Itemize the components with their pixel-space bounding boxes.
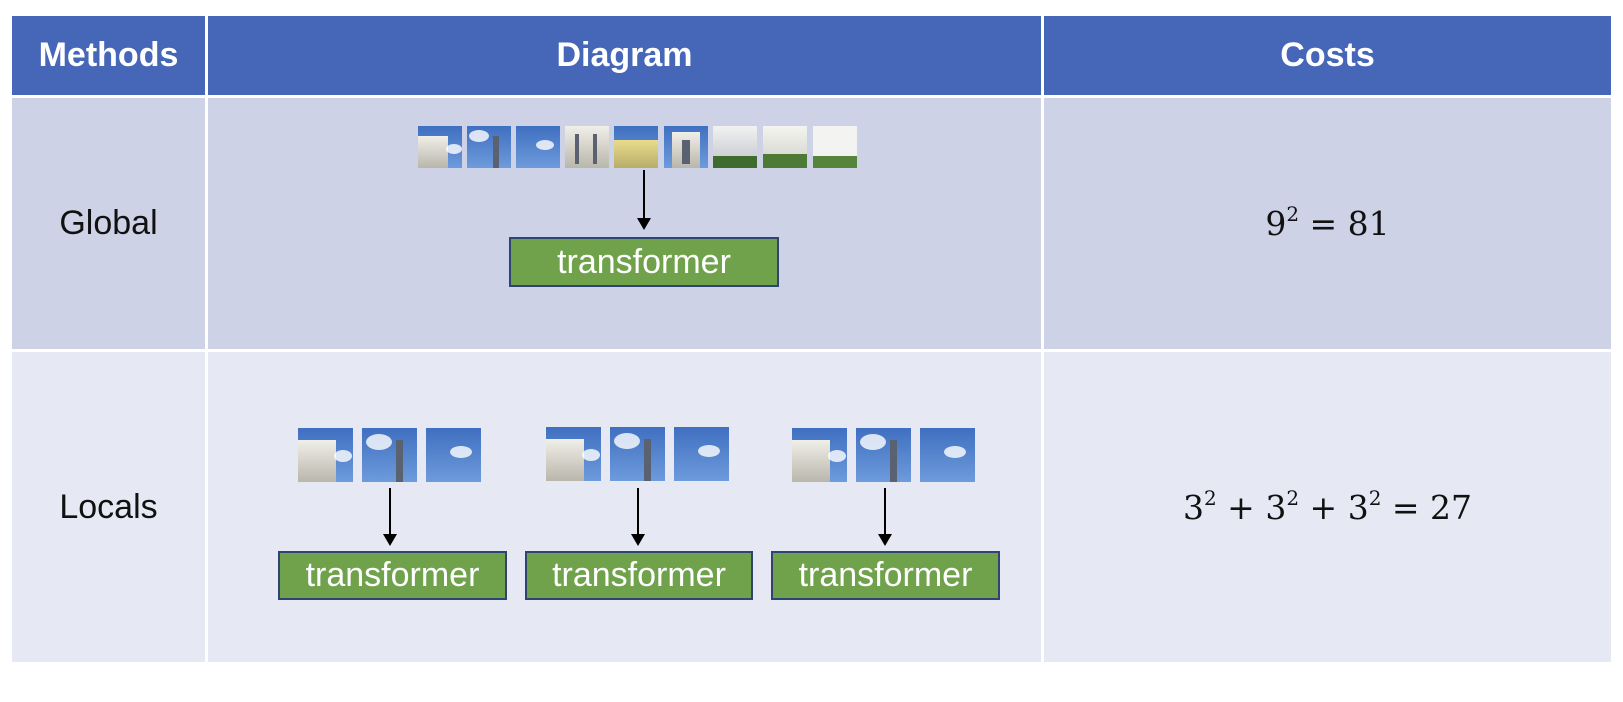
image-patch [418, 126, 462, 168]
image-patch [614, 126, 658, 168]
cost-global: 92 = 81 [1044, 98, 1611, 349]
cost-global-formula: 92 = 81 [1265, 202, 1390, 243]
arrow-icon [631, 488, 645, 546]
image-patch [467, 126, 511, 168]
method-global-label: Global [59, 204, 158, 242]
image-patch [298, 428, 353, 482]
arrow-icon [878, 488, 892, 546]
diagram-locals [208, 352, 1041, 662]
image-patch [610, 427, 665, 481]
image-patch [546, 427, 601, 481]
image-patch [813, 126, 857, 168]
header-diagram-label: Diagram [556, 36, 693, 74]
method-locals: Locals [12, 352, 205, 662]
header-diagram: Diagram [208, 16, 1041, 95]
transformer-block: transformer [278, 551, 507, 600]
transformer-label: transformer [305, 556, 480, 594]
arrow-icon [383, 488, 397, 546]
transformer-label: transformer [798, 556, 973, 594]
transformer-label: transformer [557, 242, 731, 281]
method-global: Global [12, 98, 205, 349]
image-patch [792, 428, 847, 482]
method-locals-label: Locals [59, 487, 158, 526]
transformer-block: transformer [525, 551, 753, 600]
image-patch [664, 126, 708, 168]
header-costs-label: Costs [1280, 36, 1375, 74]
image-patch [516, 126, 560, 168]
arrow-icon [637, 170, 651, 230]
cost-locals-formula: 32 + 32 + 32 = 27 [1182, 485, 1473, 527]
image-patch [763, 126, 807, 168]
image-patch [426, 428, 481, 482]
transformer-block: transformer [771, 551, 1000, 600]
cost-locals: 32 + 32 + 32 = 27 [1044, 352, 1611, 662]
image-patch [856, 428, 911, 482]
header-methods-label: Methods [38, 36, 179, 74]
image-patch [713, 126, 757, 168]
transformer-block: transformer [509, 237, 779, 287]
header-costs: Costs [1044, 16, 1611, 95]
image-patch [565, 126, 609, 168]
image-patch [920, 428, 975, 482]
transformer-label: transformer [552, 556, 726, 594]
image-patch [674, 427, 729, 481]
image-patch [362, 428, 417, 482]
header-methods: Methods [12, 16, 205, 95]
